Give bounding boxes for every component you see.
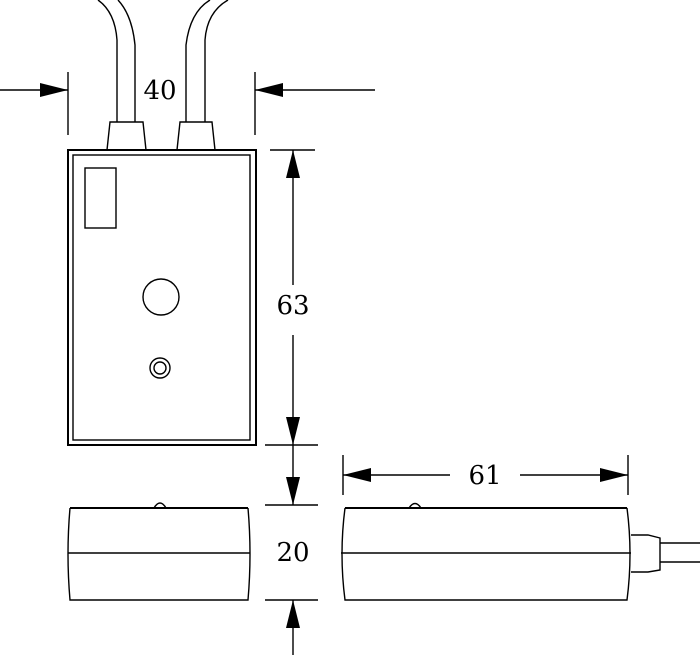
dimension-height-label: 63 [276,291,309,321]
dimension-width-label: 40 [143,76,176,106]
cable-right [185,0,229,122]
dimension-depth-label: 20 [276,538,309,568]
device-top-view [67,149,257,446]
dimension-height: 63 [265,149,318,446]
indicator-ring-outer [149,357,171,379]
cable-connector-side [631,534,661,573]
dimension-depth: 20 [265,445,318,655]
display-window [84,167,117,229]
cable-left [97,0,136,122]
connector-right [176,121,216,151]
device-side-view-right [341,502,700,601]
dimension-width: 40 [0,72,375,135]
dimension-length-label: 61 [468,461,501,491]
button-bump [408,502,422,509]
button-circle [142,278,180,316]
button-bump [153,502,167,509]
dimension-length: 61 [342,455,629,495]
connector-left [106,121,147,151]
indicator-ring-inner [153,361,167,375]
device-side-view-left [67,502,251,601]
